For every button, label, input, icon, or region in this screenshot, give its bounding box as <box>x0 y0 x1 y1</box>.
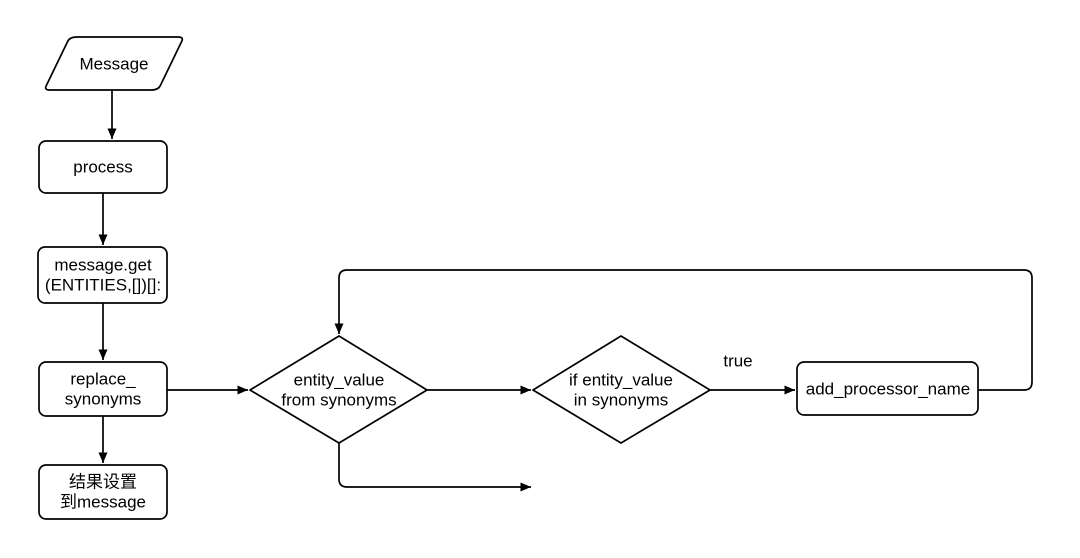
node-result-to-message: 结果设置 到message <box>38 464 168 520</box>
result-to-message-rect-shape <box>38 464 168 520</box>
message-get-rect-shape <box>37 246 168 304</box>
node-replace-synonyms: replace_ synonyms <box>38 361 168 417</box>
node-entity-value-from-synonyms: entity_value from synonyms <box>249 335 428 444</box>
message-get-label-line2: (ENTITIES,[])[]: <box>45 276 161 295</box>
node-if-entity-value-in-synonyms: if entity_value in synonyms <box>532 335 711 444</box>
entity-value-label-line1: entity_value <box>294 371 385 390</box>
node-process: process <box>38 140 168 194</box>
process-rect-shape <box>38 140 168 194</box>
edges: true <box>98 90 1033 492</box>
true-edge-label: true <box>723 352 752 371</box>
node-message-get: message.get (ENTITIES,[])[]: <box>37 246 168 304</box>
edge-loop-back-to-entity-value <box>334 269 1033 391</box>
node-add-processor-name: add_processor_name <box>796 361 979 416</box>
replace-synonyms-label-line2: synonyms <box>65 390 142 409</box>
message-parallelogram-shape <box>44 36 184 91</box>
message-label: Message <box>80 55 149 74</box>
entity-value-label-line2: from synonyms <box>281 391 396 410</box>
node-message: Message <box>44 36 184 91</box>
entity-value-diamond-shape <box>249 335 428 444</box>
add-processor-name-label: add_processor_name <box>806 380 970 399</box>
if-entity-value-label-line2: in synonyms <box>574 391 668 410</box>
process-label: process <box>73 158 133 177</box>
message-get-label-line1: message.get <box>54 256 152 275</box>
if-entity-value-diamond-shape <box>532 335 711 444</box>
if-entity-value-label-line1: if entity_value <box>569 371 673 390</box>
replace-synonyms-label-line1: replace_ <box>70 370 136 389</box>
edge-entity-value-bottom-exit <box>338 443 531 492</box>
result-to-message-label-line1: 结果设置 <box>69 473 137 492</box>
result-to-message-label-line2: 到message <box>60 493 146 512</box>
add-processor-name-rect-shape <box>796 361 979 416</box>
replace-synonyms-rect-shape <box>38 361 168 417</box>
